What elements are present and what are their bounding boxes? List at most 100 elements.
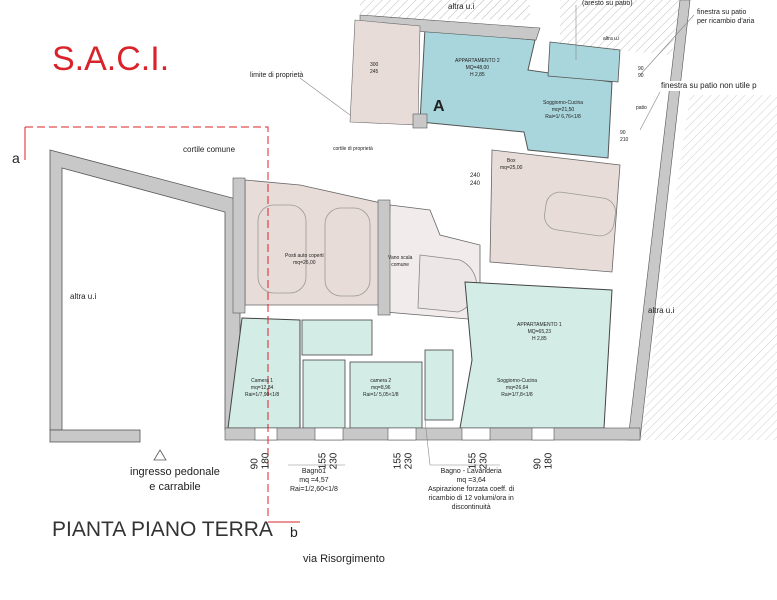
wall-bottom-apt1 (224, 427, 641, 441)
room-camera2 (349, 361, 423, 429)
wall-stair (377, 199, 391, 316)
car-icon (257, 204, 371, 297)
neighbour-hatch-top (360, 0, 530, 20)
text: APPARTAMENTO 2 (455, 58, 500, 64)
label-limite: limite di proprietà (250, 72, 304, 79)
text: discontinuità (451, 504, 491, 511)
text: ricambio di 12 volumi/ora in (428, 495, 514, 502)
text: 90 (249, 458, 261, 470)
room-bagno-lav (424, 349, 454, 421)
label-finestra-1: finestra su patio per ricambio d'aria (697, 8, 754, 26)
text: mq =4,57 (299, 477, 329, 484)
text: camera 2 (370, 378, 392, 384)
room-box (489, 149, 621, 273)
text: mq=8,96 (370, 385, 391, 391)
text: 230 (328, 452, 340, 470)
text: Soggiorno-Cucina (497, 378, 538, 384)
section-line (25, 126, 269, 520)
car-icon (544, 191, 616, 237)
text: 240 (470, 181, 481, 187)
text: per ricambio d'aria (697, 18, 755, 25)
text: mq =3,64 (456, 477, 486, 484)
text: Rai=1/ 6,76<1/8 (545, 114, 581, 120)
text: Posti auto coperti (285, 253, 324, 259)
text: Camera 1 (251, 378, 274, 384)
window-icons (254, 427, 555, 441)
text: Bagno1 (301, 468, 326, 475)
label-finestra-2: finestra su patio non utile p (660, 81, 758, 91)
wall-pillar (412, 113, 428, 129)
text: Soggiorno-Cucina (543, 100, 584, 106)
title-logo: S.A.C.I. (52, 40, 170, 78)
text: 245 (370, 69, 379, 75)
text: ingresso pedonale (130, 466, 220, 478)
text: Vano scala (388, 255, 413, 261)
text: 240 (470, 173, 481, 179)
text: mq=25,00 (500, 165, 523, 171)
text: mq=26,64 (505, 385, 529, 391)
text: 210 (620, 137, 629, 143)
text: APPARTAMENTO 1 (517, 322, 562, 328)
label-cortile-comune: cortile comune (183, 145, 236, 154)
text: Rai=1/ 5,05<1/8 (363, 392, 399, 398)
entrance-marker-icon (153, 449, 167, 461)
text: finestra su patio (697, 9, 747, 16)
label-aresto: (aresto su patio) (582, 0, 633, 7)
text: Box (506, 158, 516, 164)
text: mq=21,50 (551, 107, 575, 113)
label-altra-top: altra u.i (448, 2, 475, 11)
text: MQ=65,23 (527, 329, 552, 335)
text: Bagno - Lavanderia (440, 468, 502, 475)
room-apt1-soggiorno (459, 281, 613, 429)
text: Rai=1/7,90<1/8 (245, 392, 280, 398)
label-cortile-proprieta: cortile di proprietà (333, 146, 373, 152)
text: Rai=1/7,8<1/8 (501, 392, 533, 398)
text: 230 (478, 452, 490, 470)
text: 230 (403, 452, 415, 470)
street-label: via Risorgimento (303, 553, 385, 565)
label-altra-left: altra u.i (70, 292, 97, 301)
text: H 2,85 (469, 72, 485, 78)
section-label-a: a (12, 150, 20, 166)
text: 155 (317, 452, 329, 470)
room-bagno1 (302, 359, 346, 429)
text: 180 (543, 452, 555, 470)
bath-apt2 (547, 41, 621, 83)
text: Aspirazione forzata coeff. di (428, 486, 515, 493)
neighbour-hatch-topright (560, 0, 680, 55)
text: e carrabile (149, 481, 201, 493)
room-apt2 (419, 27, 613, 159)
leader-lines (288, 5, 695, 466)
room-garage (244, 179, 391, 306)
neighbour-hatch-right (640, 95, 777, 440)
text: mq=26,00 (293, 260, 316, 266)
text: 155 (467, 452, 479, 470)
label-altra-top2: altra u.i (603, 36, 620, 42)
label-patio: patio (636, 105, 647, 111)
text: 180 (260, 452, 272, 470)
text: 155 (392, 452, 404, 470)
wall-bottom-left (49, 429, 141, 443)
text: 90 (620, 130, 626, 136)
plan-title: PIANTA PIANO TERRA (52, 518, 273, 541)
text: 90 (532, 458, 544, 470)
text: H 2,85 (531, 336, 547, 342)
text: 90 (638, 73, 644, 79)
wall-garage-left (232, 177, 246, 314)
